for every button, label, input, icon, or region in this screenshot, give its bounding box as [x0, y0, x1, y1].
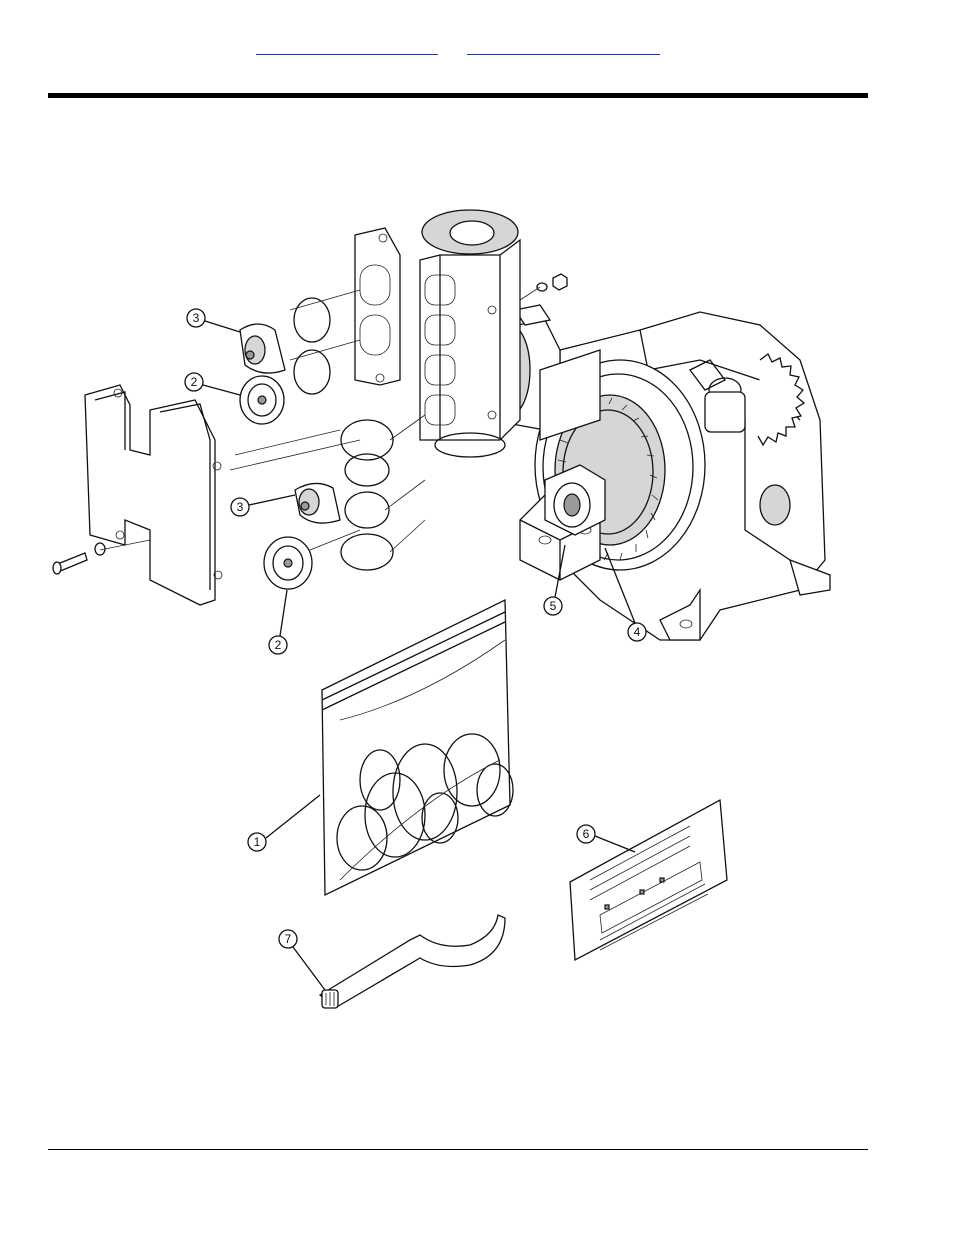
callout-3-lower: 3 — [231, 495, 295, 516]
cover-plate — [85, 385, 222, 605]
svg-text:2: 2 — [191, 375, 198, 389]
callout-1: 1 — [248, 795, 320, 851]
callout-3-upper: 3 — [187, 309, 240, 332]
piston-lower — [264, 537, 312, 589]
svg-text:7: 7 — [285, 932, 292, 946]
svg-text:1: 1 — [254, 835, 261, 849]
svg-text:3: 3 — [193, 311, 200, 325]
svg-text:6: 6 — [583, 827, 590, 841]
callout-2-upper: 2 — [185, 373, 240, 395]
o-rings-lower — [341, 415, 425, 570]
spanner-wrench — [320, 915, 505, 1008]
callout-2-lower: 2 — [269, 590, 287, 654]
callout-7: 7 — [279, 930, 325, 990]
bolt-washer — [53, 543, 105, 574]
svg-text:4: 4 — [634, 625, 641, 639]
svg-text:5: 5 — [550, 599, 557, 613]
piston-upper — [240, 376, 284, 424]
diaphragm-lower — [295, 483, 340, 523]
nut-washer — [537, 274, 567, 291]
callout-6: 6 — [577, 825, 635, 852]
svg-text:2: 2 — [275, 638, 282, 652]
footer-rule — [48, 1149, 868, 1150]
svg-text:3: 3 — [237, 500, 244, 514]
manifold-body — [420, 210, 520, 457]
diaphragm-upper — [240, 324, 285, 373]
valve-plate — [355, 228, 400, 385]
tip-calculator-card — [570, 800, 727, 960]
parts-bag — [322, 600, 513, 895]
bearing-block — [520, 465, 605, 580]
retaining-rings-upper — [290, 290, 360, 394]
